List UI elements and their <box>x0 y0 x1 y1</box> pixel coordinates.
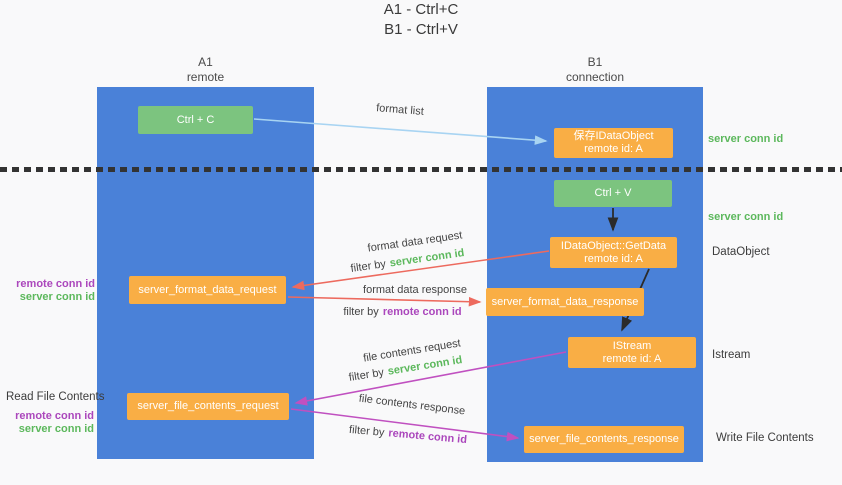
diagram-title: A1 - Ctrl+C B1 - Ctrl+V <box>0 0 842 40</box>
node-server-format-data-response-label: server_format_data_response <box>491 295 639 308</box>
node-ctrl-c-label: Ctrl + C <box>176 113 215 126</box>
server-conn-id-label-file: server conn id <box>18 423 94 435</box>
server-conn-id-label-top: server conn id <box>708 133 784 145</box>
server-conn-id-inline: server conn id <box>388 247 466 270</box>
filter-by-text: filter by <box>347 366 385 384</box>
node-idataobject-getdata-line1: IDataObject::GetData <box>560 239 667 252</box>
column-b1-name: B1 <box>587 55 603 69</box>
file-contents-response-label: file contents response <box>358 392 466 418</box>
machine-boundary-dotted-line <box>0 167 842 172</box>
node-istream-line2: remote id: A <box>602 352 662 365</box>
node-ctrl-v-label: Ctrl + V <box>594 187 632 199</box>
read-file-contents-label: Read File Contents <box>6 391 105 403</box>
node-server-file-contents-request-label: server_file_contents_request <box>137 400 279 412</box>
format-data-response-label: format data response <box>363 284 467 296</box>
column-b1-subtitle: connection <box>565 70 625 84</box>
node-save-idataobject-line2: remote id: A <box>584 143 643 155</box>
remote-conn-id-label-file: remote conn id <box>15 410 94 422</box>
remote-conn-id-inline: remote conn id <box>387 427 468 447</box>
filter-by-text: filter by <box>343 306 379 318</box>
node-idataobject-getdata: IDataObject::GetData remote id: A <box>550 237 677 268</box>
format-request-conn-ids: remote conn id server conn id <box>10 278 95 304</box>
filter-by-text: filter by <box>348 423 385 439</box>
write-file-contents-label: Write File Contents <box>716 432 814 444</box>
filter-by-text: filter by <box>349 258 387 275</box>
node-server-file-contents-response: server_file_contents_response <box>524 426 684 453</box>
node-server-file-contents-response-label: server_file_contents_response <box>529 433 679 445</box>
format-data-response-arrow <box>287 296 482 307</box>
title-line-2: B1 - Ctrl+V <box>384 21 458 38</box>
column-header-a1: A1 remote <box>97 55 314 85</box>
node-server-file-contents-request: server_file_contents_request <box>127 393 289 420</box>
node-save-idataobject-line1: 保存IDataObject <box>573 130 654 142</box>
file-request-side-labels: Read File Contents remote conn id server… <box>6 391 105 436</box>
remote-conn-id-label-format: remote conn id <box>16 278 95 290</box>
node-ctrl-v: Ctrl + V <box>554 180 672 207</box>
column-header-b1: B1 connection <box>487 55 703 85</box>
dataobject-side-label: DataObject <box>712 246 770 258</box>
node-server-format-data-response: server_format_data_response <box>486 288 644 316</box>
node-server-format-data-request-label: server_format_data_request <box>138 283 277 296</box>
remote-conn-id-inline: remote conn id <box>382 306 462 318</box>
node-idataobject-getdata-line2: remote id: A <box>584 252 643 265</box>
istream-side-label: Istream <box>712 349 751 361</box>
node-ctrl-c: Ctrl + C <box>138 106 253 134</box>
column-a1-subtitle: remote <box>186 70 225 84</box>
server-conn-id-label-format: server conn id <box>19 291 95 303</box>
node-server-format-data-request: server_format_data_request <box>129 276 286 304</box>
node-save-idataobject: 保存IDataObject remote id: A <box>554 128 673 158</box>
column-a1-name: A1 <box>198 55 213 69</box>
format-list-label: format list <box>375 102 425 118</box>
title-line-1: A1 - Ctrl+C <box>383 1 459 18</box>
node-istream-line1: IStream <box>612 339 652 352</box>
node-istream: IStream remote id: A <box>568 337 696 368</box>
server-conn-id-label-mid: server conn id <box>708 211 784 223</box>
